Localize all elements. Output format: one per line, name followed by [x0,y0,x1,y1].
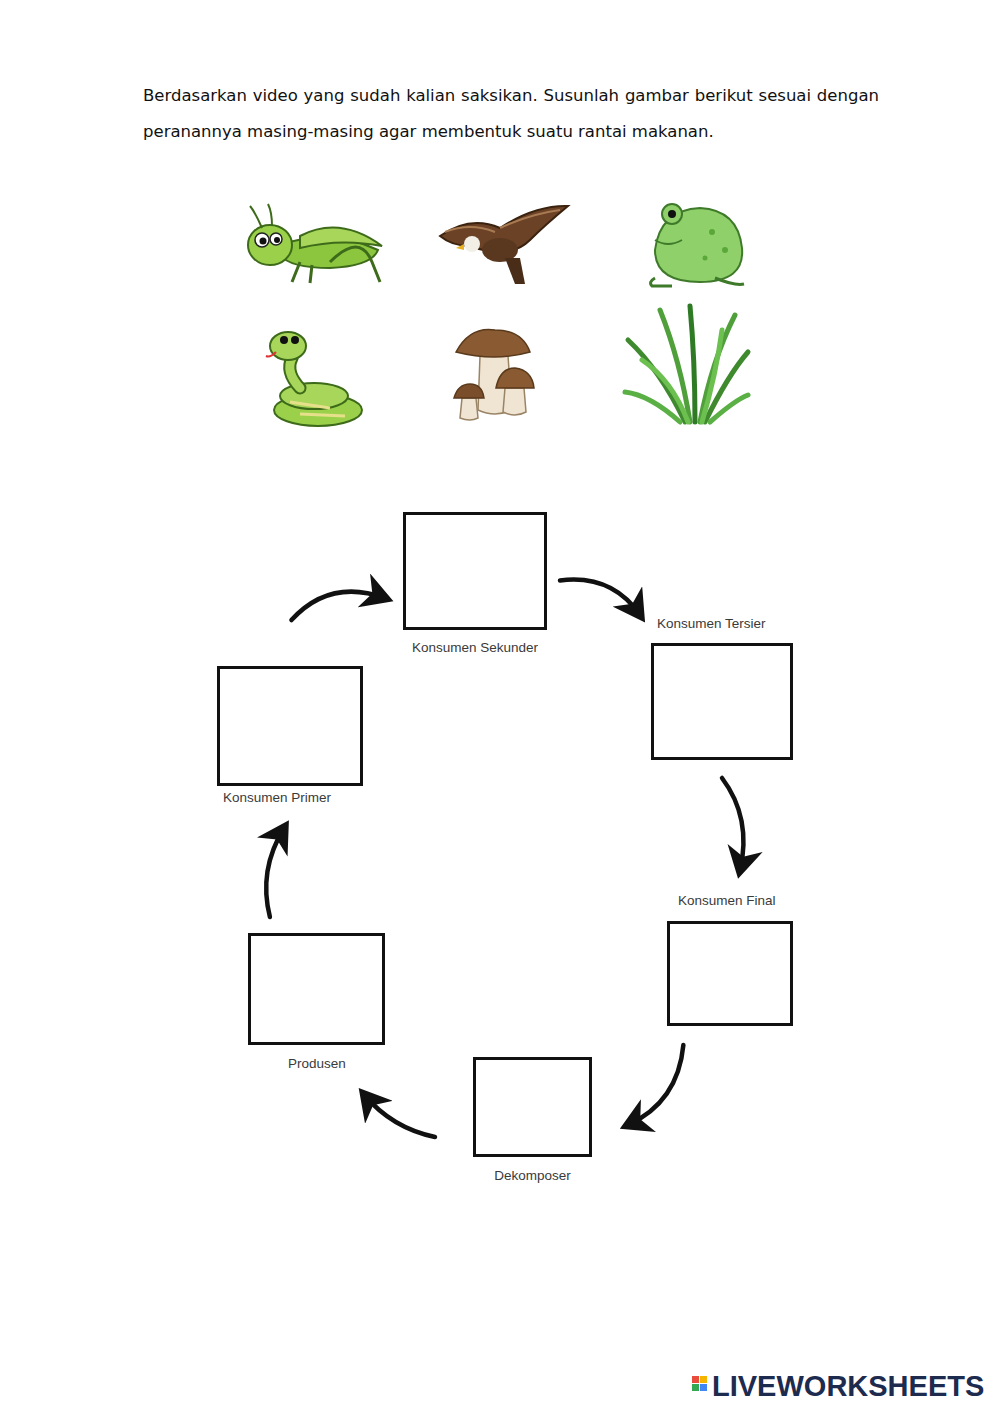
food-chain-box: Konsumen Sekunder [403,512,547,630]
empty-answer-box [651,643,793,760]
cycle-arrow [266,828,284,917]
snake-picture [266,332,362,426]
eagle-picture [440,206,568,284]
role-label: Produsen [288,1056,346,1071]
role-label: Konsumen Final [678,893,776,908]
food-chain-box: Konsumen Final [667,921,793,1026]
food-chain-box: Dekomposer [473,1057,592,1157]
cycle-arrow [560,580,640,615]
role-label: Konsumen Sekunder [412,640,538,655]
cycle-arrow [291,592,385,620]
watermark: LIVEWORKSHEETS [712,1370,984,1403]
empty-answer-box [217,666,363,786]
role-label: Konsumen Tersier [657,616,766,631]
empty-answer-box [473,1057,592,1157]
empty-answer-box [248,933,385,1045]
cycle-arrow [628,1045,683,1125]
role-label: Dekomposer [494,1168,571,1183]
mushroom-picture [454,329,534,420]
food-chain-box: Konsumen Tersier [651,643,793,760]
grasshopper-picture [248,204,382,283]
food-chain-box: Konsumen Primer [217,666,363,786]
grass-picture [625,306,748,422]
instruction-text: Berdasarkan video yang sudah kalian saks… [143,78,879,150]
logo-icon [692,1376,707,1391]
role-label: Konsumen Primer [223,790,331,805]
empty-answer-box [667,921,793,1026]
empty-answer-box [403,512,547,630]
cycle-arrow [722,778,743,870]
food-chain-box: Produsen [248,933,385,1045]
cycle-arrow [364,1095,435,1137]
frog-picture [651,204,744,286]
